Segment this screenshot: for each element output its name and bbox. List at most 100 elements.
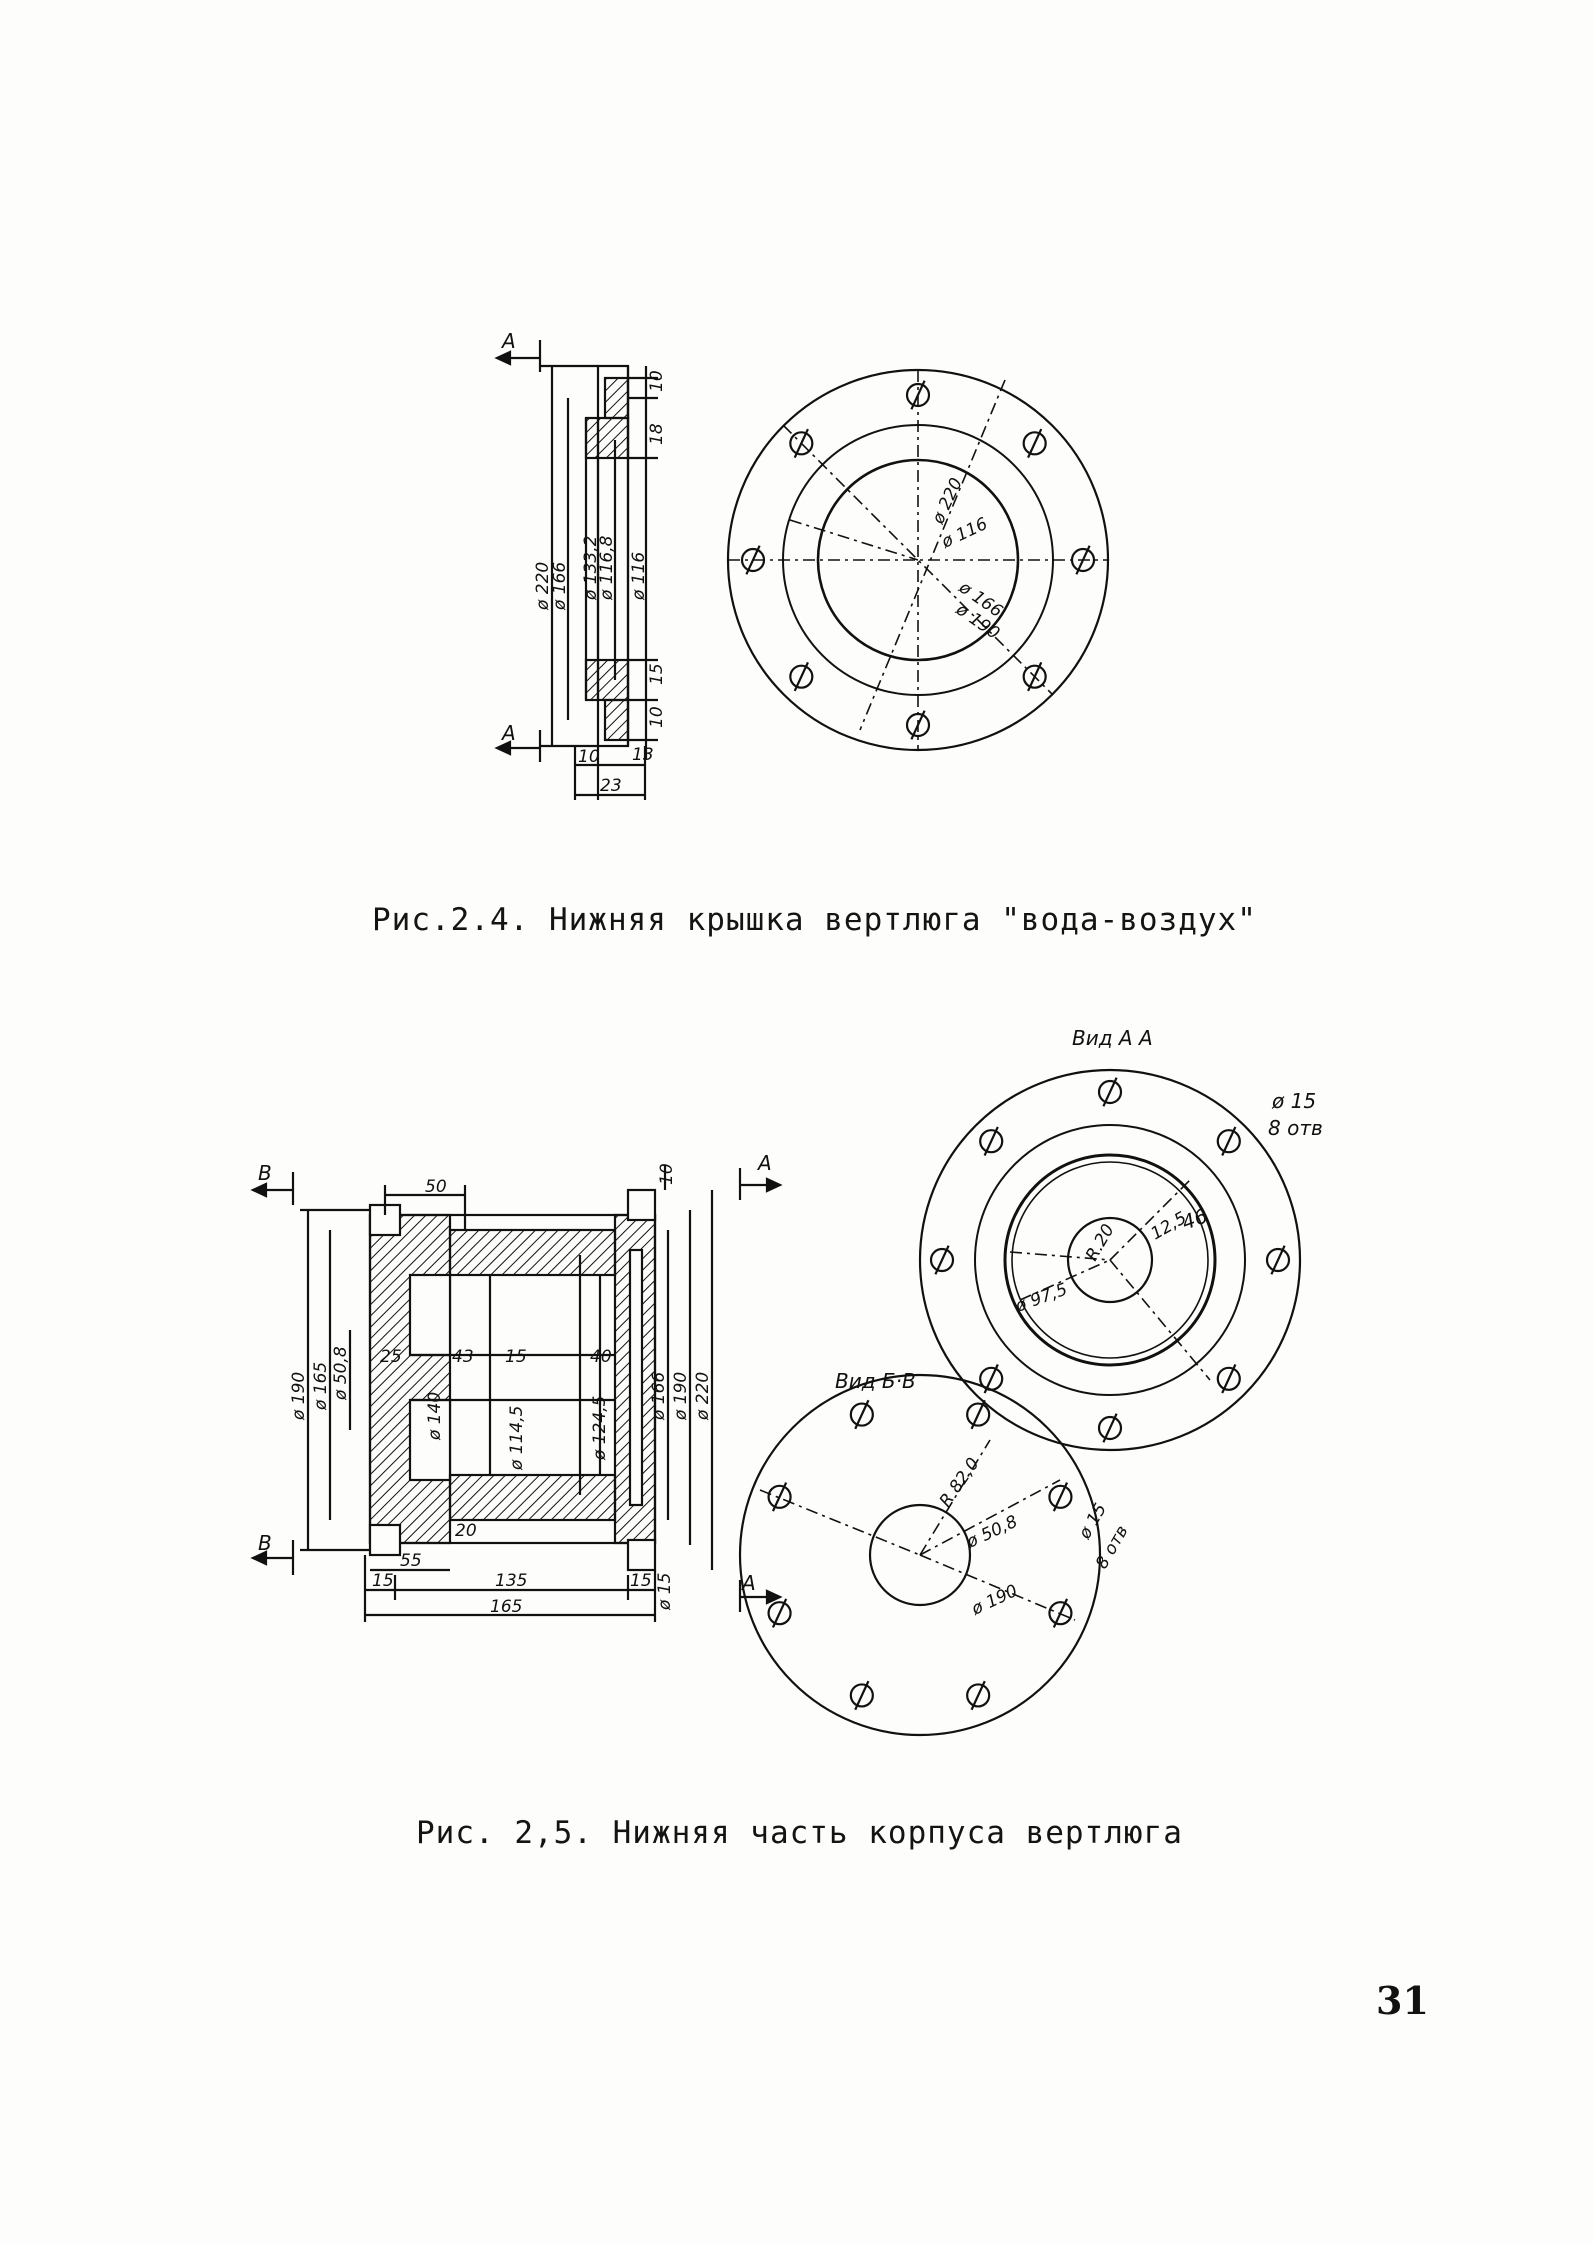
fig24-hole-stroke-4 <box>793 661 809 692</box>
fig25-bb-hole-7 <box>966 1402 991 1427</box>
page-number: 31 <box>1376 1978 1429 2023</box>
fig25-dim-d15: ø 15 <box>655 1573 675 1611</box>
fig25-view-aa <box>918 1068 1302 1452</box>
fig25-dim-43: 43 <box>452 1347 474 1367</box>
fig25-dim-d220: ø 220 <box>693 1372 713 1421</box>
fig25-bb-hole-stroke-8 <box>1052 1482 1069 1512</box>
fig25-aa-hole-3 <box>1097 1415 1123 1441</box>
fig24-dim-d166: ø 166 <box>550 562 570 611</box>
fig25-aa-hole-stroke-2 <box>1221 1364 1237 1394</box>
fig25-dim-15a: 15 <box>372 1571 394 1591</box>
fig25-bb-bolt-holes <box>767 1399 1073 1711</box>
fig25-bb-hole-5 <box>767 1484 792 1509</box>
fig25-side-labels: В В А А 50 10 ø 190 ø 165 ø 50,8 25 43 1… <box>258 1151 772 1617</box>
fig25-bb-hole-8 <box>1048 1484 1073 1509</box>
figure-2-4-caption: Рис.2.4. Нижняя крышка вертлюга "вода-во… <box>372 902 1257 938</box>
fig25-dim-165: 165 <box>490 1597 522 1617</box>
fig25-dim-d140: ø 140 <box>425 1392 445 1441</box>
fig24-hole-6 <box>789 431 814 456</box>
fig24-dim-r13: 13 <box>632 745 654 765</box>
fig25-aa-hole-dia: ø 15 <box>1271 1089 1316 1113</box>
fig25-dim-d124: ø 124,5 <box>590 1396 610 1461</box>
fig24-dim-d133: ø 133,2 <box>581 536 601 601</box>
fig25-bb-dim-d50: ø 50,8 <box>963 1512 1021 1553</box>
fig25-aa-hole-stroke-3 <box>1102 1413 1118 1443</box>
fig25-view-bb-title: Вид Б·В <box>835 1369 916 1393</box>
fig24-hole-stroke-7 <box>910 380 926 410</box>
fig25-bb-hole-dia: ø 15 <box>1075 1500 1112 1543</box>
fig25-aa-dim-46: 46 <box>1179 1203 1211 1234</box>
fig25-dim-d166: ø 166 <box>649 1372 669 1421</box>
fig25-aa-hole-stroke-8 <box>1221 1126 1237 1156</box>
fig25-aa-dim-d97: ø 97,5 <box>1012 1280 1070 1317</box>
fig25-aa-hole-1 <box>1265 1247 1291 1273</box>
fig25-aa-hole-stroke-6 <box>983 1126 999 1156</box>
fig24-dim-d116: ø 116 <box>629 552 649 601</box>
fig25-dim-15b: 15 <box>630 1571 652 1591</box>
fig25-side-section <box>250 1165 783 1622</box>
fig25-dim-d190r: ø 190 <box>671 1372 691 1421</box>
fig25-bb-hole-4 <box>767 1601 792 1626</box>
fig24-hole-2 <box>1022 664 1047 689</box>
fig25-bb-hole-stroke-4 <box>771 1598 788 1628</box>
fig25-aa-hole-6 <box>979 1129 1004 1154</box>
fig24-dim-r10: 10 <box>647 370 667 392</box>
fig24-dim-r10b: 10 <box>647 706 667 728</box>
fig25-bb-hole-stroke-2 <box>970 1680 986 1711</box>
fig24-section-label-bottom: А <box>500 721 516 745</box>
fig24-hole-1 <box>1070 547 1096 573</box>
fig24-hole-stroke-2 <box>1027 661 1043 692</box>
fig24-dim-r18: 18 <box>647 423 667 445</box>
fig25-dim-25: 25 <box>380 1347 402 1367</box>
fig24-hole-3 <box>905 712 931 738</box>
fig25-dim-135: 135 <box>495 1571 527 1591</box>
fig24-plan-view <box>726 368 1110 752</box>
fig25-aa-bolt-holes <box>929 1077 1291 1443</box>
fig25-section-b-bottom: В <box>258 1531 272 1555</box>
fig25-bb-hole-stroke-3 <box>854 1680 870 1711</box>
fig25-bb-hole-1 <box>1048 1601 1073 1626</box>
fig25-dim-d114: ø 114,5 <box>507 1406 527 1471</box>
fig25-dim-50: 50 <box>425 1177 447 1197</box>
fig25-section-b-top: В <box>258 1161 272 1185</box>
fig24-plan-d220: ø 220 <box>928 475 967 528</box>
figure-2-5-caption: Рис. 2,5. Нижняя часть корпуса вертлюга <box>416 1815 1183 1851</box>
fig24-hole-stroke-6 <box>793 428 809 459</box>
fig24-side-section <box>494 340 658 800</box>
fig24-dim-b23: 23 <box>600 776 622 796</box>
fig25-bb-hole-stroke-6 <box>854 1399 870 1430</box>
fig25-bb-hole-2 <box>966 1683 991 1708</box>
fig25-aa-hole-count: 8 отв <box>1268 1116 1323 1140</box>
fig25-aa-hole-5 <box>929 1247 955 1273</box>
fig24-section-label-top: А <box>500 329 516 353</box>
fig25-dim-15: 15 <box>505 1347 527 1367</box>
fig25-aa-dim-r20: R.20 <box>1082 1221 1119 1265</box>
fig25-dim-10: 10 <box>657 1163 677 1185</box>
fig24-bolt-holes <box>740 380 1096 740</box>
fig24-dim-d220: ø 220 <box>533 562 553 611</box>
fig24-hole-7 <box>905 382 931 408</box>
fig25-dim-d190: ø 190 <box>289 1372 309 1421</box>
fig24-hole-stroke-8 <box>1027 428 1043 459</box>
fig25-aa-hole-stroke-1 <box>1270 1245 1286 1275</box>
fig25-bb-dim-r82: R 82,0 <box>936 1454 984 1511</box>
fig25-dim-d165: ø 165 <box>311 1362 331 1411</box>
fig25-bb-hole-stroke-1 <box>1052 1598 1069 1628</box>
fig25-dim-d50: ø 50,8 <box>331 1346 351 1401</box>
fig25-aa-hole-8 <box>1216 1129 1241 1154</box>
fig24-dim-b10: 10 <box>578 747 600 767</box>
fig25-aa-hole-2 <box>1216 1366 1241 1391</box>
fig25-aa-hole-stroke-7 <box>1102 1077 1118 1107</box>
fig24-dim-d116-8: ø 116,8 <box>597 535 617 601</box>
fig25-bb-hole-stroke-5 <box>771 1482 788 1512</box>
fig25-view-aa-title: Вид А А <box>1072 1026 1153 1050</box>
fig24-hole-stroke-1 <box>1075 545 1091 575</box>
fig24-hole-5 <box>740 547 766 573</box>
fig24-hole-8 <box>1022 431 1047 456</box>
fig24-hole-stroke-3 <box>910 710 926 740</box>
fig25-dim-20: 20 <box>455 1521 477 1541</box>
fig24-hole-4 <box>789 664 814 689</box>
fig25-aa-hole-stroke-5 <box>934 1245 950 1275</box>
